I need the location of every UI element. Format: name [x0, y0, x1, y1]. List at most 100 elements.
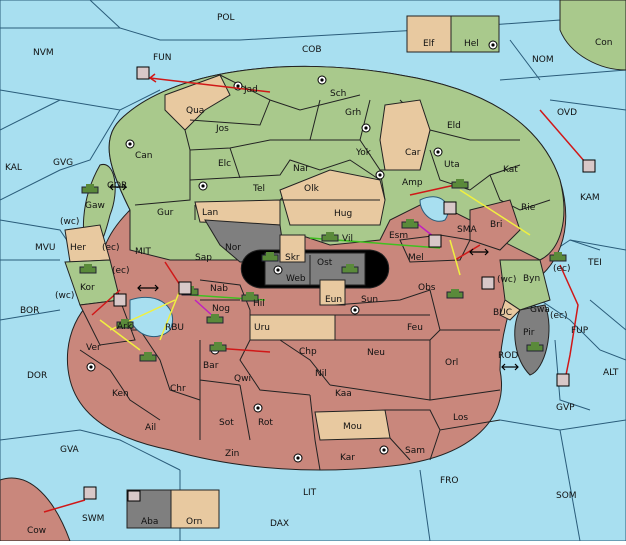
region-elf[interactable] — [406, 15, 452, 53]
label-som: SOM — [556, 491, 577, 501]
label-qwi: Qwi — [234, 374, 251, 384]
label-kal: KAL — [5, 163, 22, 173]
label-con: Con — [595, 38, 613, 48]
label-uta: Uta — [444, 160, 460, 170]
region-orn[interactable] — [170, 489, 220, 529]
coast-label: (ec) — [553, 264, 571, 274]
label-esm: Esm — [389, 231, 408, 241]
supply-center-icon — [198, 181, 208, 191]
supply-center-icon — [361, 123, 371, 133]
label-nar: Nar — [293, 164, 309, 174]
region-byn[interactable] — [499, 259, 551, 311]
region-pir[interactable] — [514, 304, 550, 376]
label-feu: Feu — [407, 323, 423, 333]
supply-center-icon — [433, 147, 443, 157]
ship-icon — [83, 486, 97, 500]
double-arrow-icon — [501, 363, 519, 371]
label-tel: Tel — [252, 184, 265, 194]
region-eun[interactable] — [319, 279, 346, 306]
label-pir: Pir — [523, 328, 535, 338]
sea-sma-inlet — [419, 196, 449, 222]
label-fun: FUN — [153, 53, 172, 63]
coast-label: (wc) — [60, 217, 79, 227]
label-her: Her — [70, 243, 86, 253]
label-swm: SWM — [82, 514, 104, 524]
label-mel: Mel — [408, 253, 424, 263]
tank-icon — [446, 289, 464, 299]
label-orn: Orn — [186, 517, 202, 527]
tank-icon — [401, 219, 419, 229]
region-skr[interactable] — [279, 234, 306, 263]
supply-center-icon — [125, 139, 135, 149]
label-fup: FUP — [571, 326, 589, 336]
ship-icon — [443, 201, 457, 215]
label-olk: Olk — [304, 184, 320, 194]
label-ost: Ost — [317, 258, 333, 268]
label-eld: Eld — [447, 121, 461, 131]
supply-center-icon — [375, 170, 385, 180]
label-jos: Jos — [215, 124, 229, 134]
label-hug: Hug — [334, 209, 352, 219]
label-gvp: GVP — [556, 403, 575, 413]
label-sch: Sch — [330, 89, 346, 99]
label-nog: Nog — [212, 304, 230, 314]
continent — [66, 65, 567, 471]
label-byn: Byn — [523, 274, 540, 284]
label-ark: Ark — [117, 322, 133, 332]
label-kaa: Kaa — [335, 389, 352, 399]
label-gvg: GVG — [53, 158, 73, 168]
label-ken: Ken — [112, 389, 129, 399]
label-sot: Sot — [219, 418, 234, 428]
tank-icon — [79, 264, 97, 274]
region-olk[interactable] — [279, 169, 386, 226]
region-labels: POL NVM FUN COB NOM Con OVD KAL GVG GOR … — [5, 13, 619, 536]
label-gwa: Gwa — [530, 305, 550, 315]
label-bar: Bar — [203, 361, 219, 371]
double-arrow-icon — [137, 284, 159, 292]
label-dax: DAX — [270, 519, 289, 529]
label-rod: ROD — [498, 351, 518, 361]
label-sma: SMA — [457, 225, 477, 235]
label-skr: Skr — [285, 253, 300, 263]
label-dor: DOR — [27, 371, 47, 381]
tank-icon — [209, 342, 227, 352]
label-bor: BOR — [20, 306, 39, 316]
supply-center-icon — [86, 362, 96, 372]
supply-center-icon — [488, 40, 498, 50]
region-car[interactable] — [379, 99, 431, 171]
label-lit: LIT — [303, 488, 317, 498]
ship-icon — [428, 234, 442, 248]
region-bri[interactable] — [469, 199, 521, 251]
label-amp: Amp — [402, 178, 423, 188]
double-arrow-icon — [109, 183, 127, 191]
label-sap: Sap — [195, 253, 212, 263]
label-kar: Kar — [340, 453, 355, 463]
label-sam: Sam — [405, 446, 425, 456]
label-rot: Rot — [258, 418, 273, 428]
label-buc: BUC — [493, 308, 512, 318]
region-gwa[interactable] — [499, 299, 521, 321]
label-eun: Eun — [325, 295, 342, 305]
ship-icon — [556, 373, 570, 387]
label-can: Can — [135, 151, 153, 161]
ship-icon — [136, 66, 150, 80]
label-tei: TEI — [587, 258, 602, 268]
label-mvu: MVU — [35, 243, 56, 253]
label-nil: Nil — [315, 369, 327, 379]
tank-icon — [241, 292, 259, 302]
label-kam: KAM — [580, 193, 600, 203]
label-hil: Hil — [253, 299, 265, 309]
label-kat: Kat — [503, 165, 518, 175]
label-rbu: RBU — [165, 323, 184, 333]
label-qua: Qua — [186, 106, 204, 116]
tank-icon — [451, 179, 469, 189]
tank-icon — [526, 342, 544, 352]
label-cow: Cow — [27, 526, 46, 536]
label-ovd: OVD — [557, 108, 577, 118]
supply-center-icon — [317, 75, 327, 85]
label-bri: Bri — [490, 220, 502, 230]
label-elc: Elc — [218, 159, 231, 169]
label-nom: NOM — [532, 55, 554, 65]
